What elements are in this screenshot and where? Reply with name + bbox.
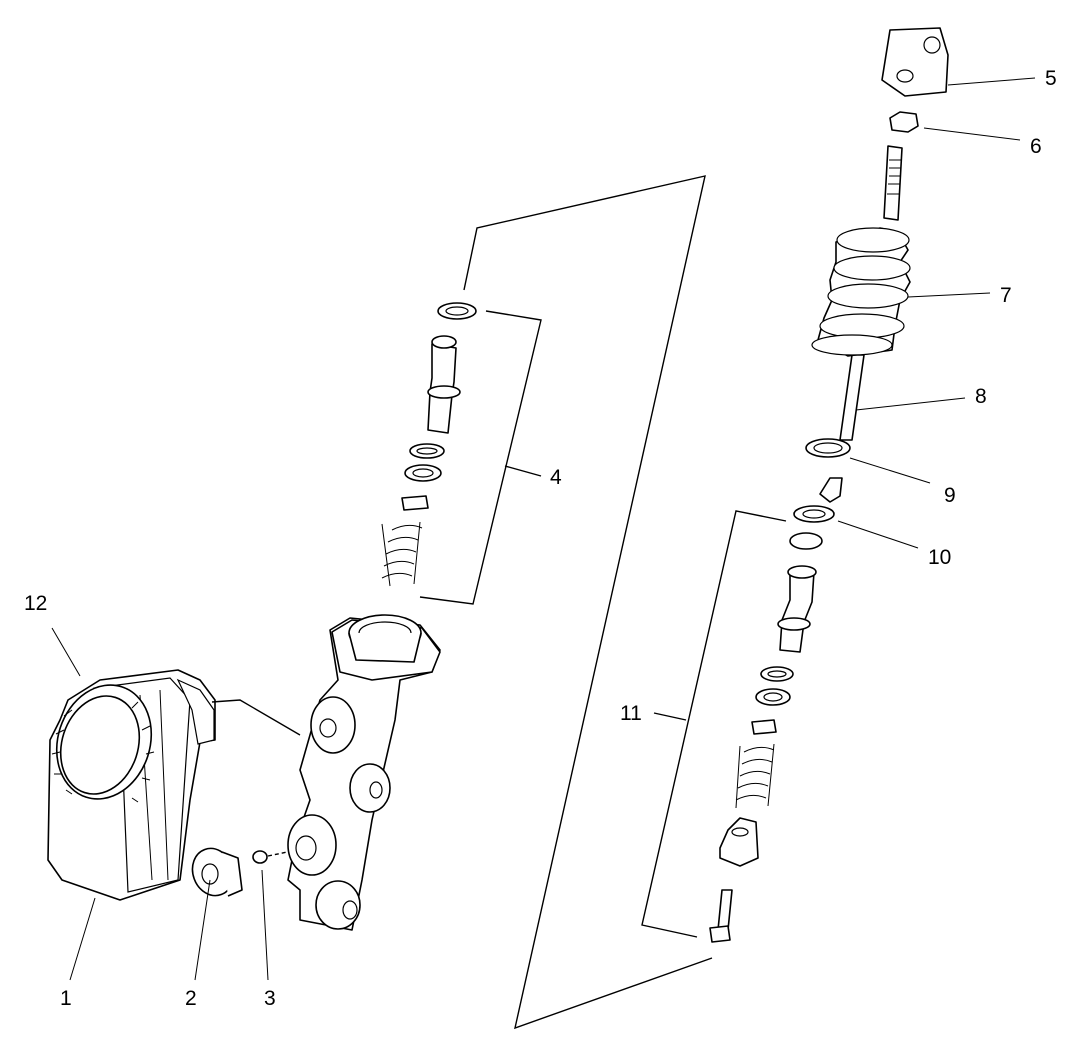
piston-kit-left xyxy=(381,302,477,587)
callout-4: 4 xyxy=(550,466,562,489)
reservoir-connector xyxy=(211,699,301,736)
callout-10: 10 xyxy=(928,546,951,569)
bracket-4 xyxy=(419,310,542,605)
clevis xyxy=(881,27,949,97)
callout-8: 8 xyxy=(975,385,987,408)
callout-6: 6 xyxy=(1030,135,1042,158)
callout-5: 5 xyxy=(1045,67,1057,90)
callout-3: 3 xyxy=(264,987,276,1010)
reservoir-cap xyxy=(51,684,155,803)
callout-7: 7 xyxy=(1000,284,1012,307)
circlip xyxy=(805,438,851,458)
callout-9: 9 xyxy=(944,484,956,507)
grommet xyxy=(191,847,243,897)
piston-kit-right xyxy=(709,505,835,943)
bracket-11 xyxy=(641,510,787,938)
callout-11: 11 xyxy=(620,702,642,725)
nut xyxy=(889,111,919,133)
callout-1: 1 xyxy=(60,987,72,1010)
pin xyxy=(252,850,293,864)
leader-lines xyxy=(51,77,1036,981)
assembly-frame xyxy=(463,175,713,1030)
master-cylinder-body xyxy=(287,614,441,931)
callout-12: 12 xyxy=(24,592,47,615)
rubber-boot xyxy=(811,227,911,357)
callout-2: 2 xyxy=(185,987,197,1010)
callout-labels: 1 2 3 4 5 6 7 8 9 10 11 12 xyxy=(24,67,1057,1010)
